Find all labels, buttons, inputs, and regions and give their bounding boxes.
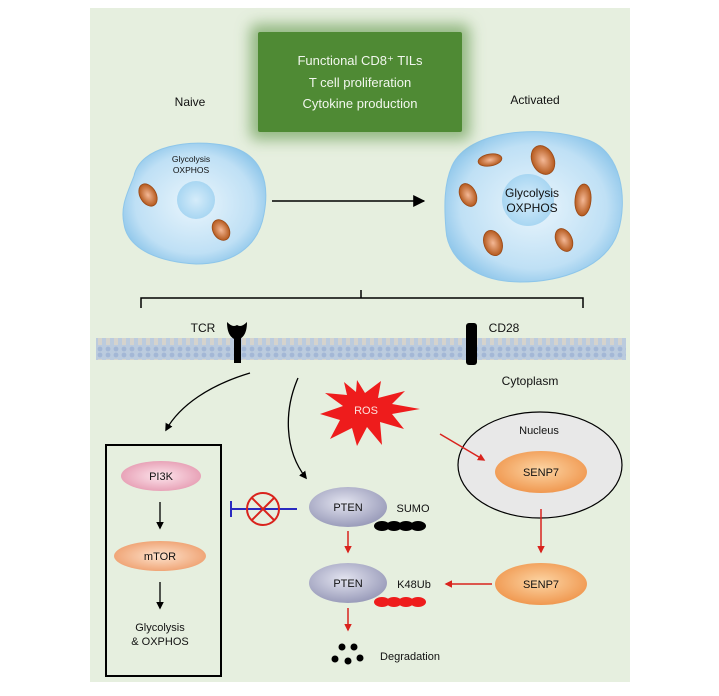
nucleus-label: Nucleus <box>519 425 559 437</box>
mitochondrion-icon <box>483 230 503 256</box>
cd28-label: CD28 <box>489 321 520 335</box>
pi3k-mtor-pathway-box <box>105 444 222 677</box>
activated-nucleus <box>502 174 554 226</box>
cytoplasmic-senp7-node <box>495 563 587 605</box>
activated-metabolism-oxphos: OXPHOS <box>506 201 557 215</box>
ros-label: ROS <box>354 405 378 417</box>
mtor-label: mTOR <box>144 551 176 563</box>
mtor-node <box>114 541 206 571</box>
pi3k-node <box>121 461 201 491</box>
naive-label: Naive <box>175 95 206 109</box>
pten-ub-node <box>309 563 387 603</box>
pathway-output-glycolysis: Glycolysis <box>135 622 185 634</box>
bracket <box>140 290 584 308</box>
pten-sumo-protein-label: PTEN <box>333 502 362 514</box>
degradation-fragments-icon <box>331 643 364 665</box>
ros-to-senp7-arrow <box>439 433 486 461</box>
degradation-label: Degradation <box>380 651 440 663</box>
naive-cell: Naive Glycolysis OXPHOS <box>122 95 267 265</box>
activated-metabolism-glycolysis: Glycolysis <box>505 186 559 200</box>
activated-cell: Activated Glycolysis OXPHOS <box>444 93 623 283</box>
cytoplasmic-senp7-label: SENP7 <box>523 579 559 591</box>
ubiquitin-chain-icon <box>374 597 426 607</box>
sumo-chain-icon <box>374 521 426 531</box>
nuclear-senp7-node <box>495 451 587 493</box>
cytoplasm-label: Cytoplasm <box>502 374 559 388</box>
nuclear-senp7-label: SENP7 <box>523 467 559 479</box>
mitochondrion-icon <box>554 228 574 252</box>
cell-membrane <box>96 338 626 360</box>
cd28-receptor-icon <box>466 323 477 365</box>
outcome-cytokine: Cytokine production <box>302 96 418 111</box>
outcome-proliferation: T cell proliferation <box>308 75 412 90</box>
naive-metabolism-glycolysis: Glycolysis <box>172 154 210 164</box>
pi3k-label: PI3K <box>149 471 174 483</box>
outcome-title: Functional CD8⁺ TILs <box>297 53 423 68</box>
activated-label: Activated <box>510 93 559 107</box>
pathway-output-oxphos: & OXPHOS <box>131 636 188 648</box>
k48ub-label: K48Ub <box>397 579 431 591</box>
mitochondrion-icon <box>138 183 158 207</box>
mitochondrion-icon <box>530 145 556 175</box>
mitochondrion-icon <box>211 219 231 241</box>
naive-metabolism-oxphos: OXPHOS <box>173 165 210 175</box>
blocked-icon <box>246 492 280 526</box>
pten-ub-protein-label: PTEN <box>333 578 362 590</box>
tcr-to-pi3k-arrow <box>165 372 251 432</box>
ros-burst-icon <box>320 380 420 446</box>
mitochondrion-icon <box>477 153 503 167</box>
tcr-receptor-icon <box>227 322 247 363</box>
functional-til-outcome-box: Functional CD8⁺ TILs T cell proliferatio… <box>258 32 462 132</box>
mitochondrion-icon <box>574 183 592 217</box>
sumo-label: SUMO <box>397 503 430 515</box>
tcr-to-pten-arrow <box>287 377 307 480</box>
tcr-label: TCR <box>191 321 216 335</box>
mitochondrion-icon <box>458 183 478 207</box>
pten-sumo-node <box>309 487 387 527</box>
naive-nucleus <box>177 181 215 219</box>
